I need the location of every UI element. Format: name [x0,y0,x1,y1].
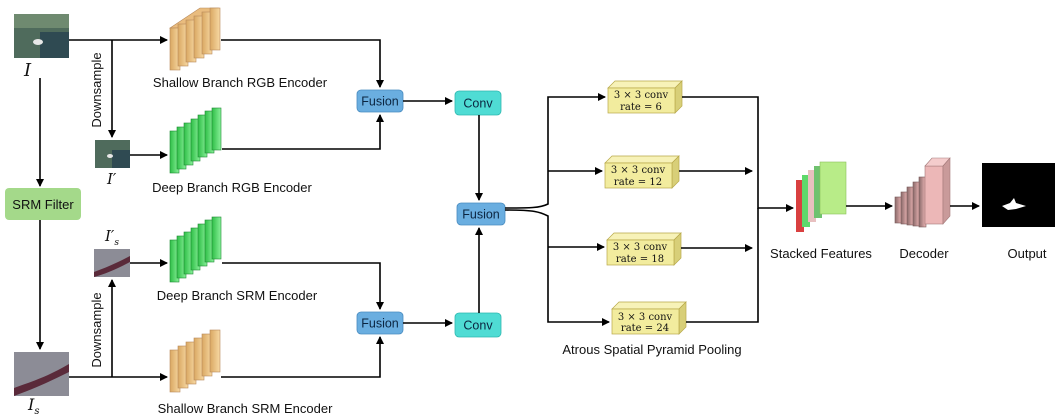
output-label: Output [1007,246,1046,261]
conv-box-bottom [454,312,502,338]
deep-srm-encoder-label: Deep Branch SRM Encoder [157,288,318,303]
aspp-rate-label-4: rate = 24 [621,323,669,334]
aspp-rate-label-1: rate = 6 [620,102,662,113]
shallow-srm-encoder [169,329,221,393]
srm-downsampled-image [94,249,130,277]
input-image-label: I [23,60,32,81]
shallow-rgb-encoder-label: Shallow Branch RGB Encoder [153,75,328,90]
conv-label-top: Conv [463,97,493,111]
fusion-box-mid [456,202,506,226]
aspp-conv-label-3: 3 × 3 conv [613,242,668,253]
stacked-features-label: Stacked Features [770,246,872,261]
srm-filter-box [5,188,81,220]
shallow-srm-encoder-label: Shallow Branch SRM Encoder [158,401,334,416]
decoder-label: Decoder [899,246,949,261]
aspp-rate-label-2: rate = 12 [614,177,662,188]
aspp-block-3: 3 × 3 conv rate = 18 [606,232,682,266]
srm-downsampled-image-label: I′s [104,227,119,248]
conv-label-bottom: Conv [463,319,493,333]
aspp-block-2: 3 × 3 conv rate = 12 [604,155,680,189]
downsampled-image-label: I′ [106,170,117,188]
fusion-label-top: Fusion [361,95,399,109]
srm-image [14,352,69,396]
aspp-conv-label-2: 3 × 3 conv [611,165,666,176]
downsample-label-top: Downsample [89,52,104,127]
aspp-block-4: 3 × 3 conv rate = 24 [611,301,687,335]
downsampled-image [95,140,130,168]
output-mask [982,163,1055,227]
aspp-conv-label-4: 3 × 3 conv [618,312,673,323]
conv-box-top [454,90,502,116]
aspp-label: Atrous Spatial Pyramid Pooling [562,342,741,357]
deep-srm-encoder [169,216,222,283]
edges [36,36,980,381]
srm-filter-label: SRM Filter [12,197,74,212]
aspp-rate-label-3: rate = 18 [616,254,664,265]
shallow-rgb-encoder [169,7,221,71]
deep-rgb-encoder-label: Deep Branch RGB Encoder [152,180,312,195]
fusion-label-mid: Fusion [462,208,500,222]
deep-rgb-encoder [169,107,222,174]
decoder [894,157,951,228]
stacked-features [796,161,847,232]
srm-image-label: Is [27,395,39,417]
fusion-label-bottom: Fusion [361,317,399,331]
input-image [14,14,69,58]
aspp-block-1: 3 × 3 conv rate = 6 [607,80,683,114]
aspp-conv-label-1: 3 × 3 conv [614,90,669,101]
downsample-label-bottom: Downsample [89,292,104,367]
